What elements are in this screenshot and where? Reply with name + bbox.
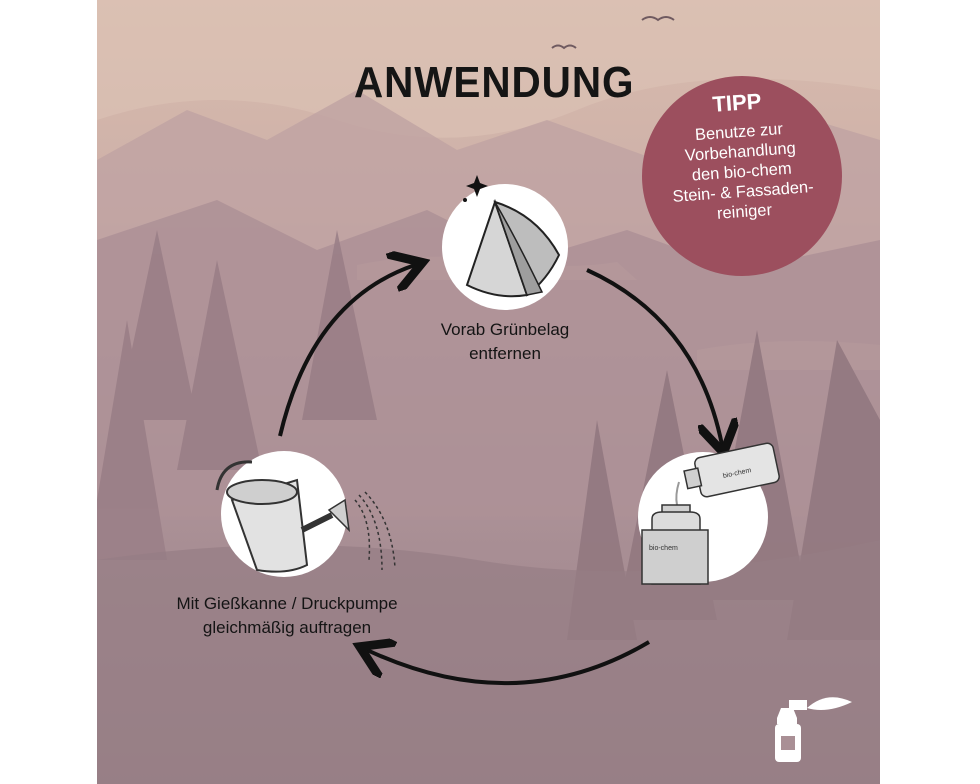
cycle-arrow-3 [278, 265, 415, 437]
page-title: ANWENDUNG [354, 58, 635, 107]
dilute-bottles-icon: bio-chem bio-chem [638, 442, 780, 585]
step-label-line: Mit Gießkanne / Druckpumpe [176, 594, 398, 613]
step-label-line: gleichmäßig auftragen [202, 618, 372, 637]
step-label-line: entfernen [469, 344, 541, 363]
cycle-arrow-1 [586, 268, 722, 445]
step-label-line: Vorab Grünbelag [440, 320, 570, 339]
brand-spray-logo [775, 697, 852, 762]
instruction-panel: ANWENDUNG TIPP Benutze zur Vorbehandlung… [97, 0, 880, 784]
cycle-arrow-2 [367, 642, 651, 685]
cloth-icon [442, 175, 568, 310]
step-label-3: Mit Gießkanne / Druckpumpe gleichmäßig a… [147, 592, 427, 640]
bottle-label-bottom: bio-chem [649, 545, 678, 552]
step-label-1: Vorab Grünbelag entfernen [405, 318, 605, 366]
cycle-diagram: bio-chem bio-chem [215, 175, 780, 685]
watering-can-icon [215, 451, 396, 577]
